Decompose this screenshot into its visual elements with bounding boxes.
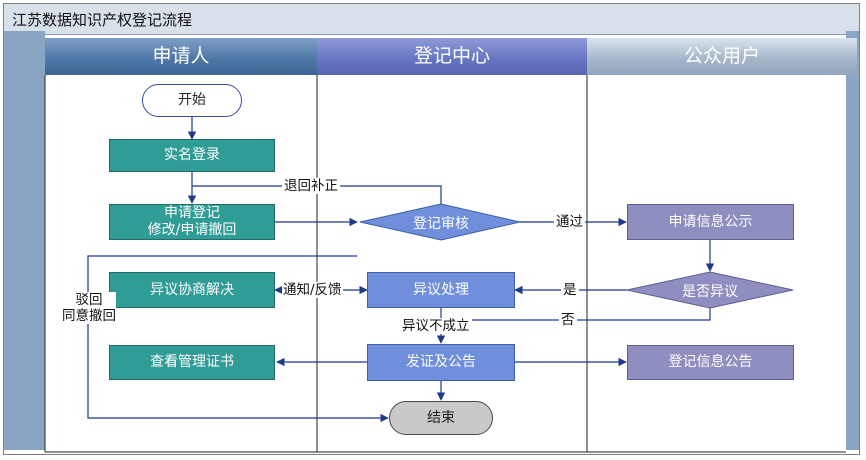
reject-label: 驳回 同意撤回 (62, 292, 116, 324)
apply-node-line1: 申请登记 (164, 205, 220, 221)
register-notice-node: 登记信息公告 (627, 345, 794, 380)
negotiate-node: 异议协商解决 (109, 272, 275, 308)
edge-no (441, 308, 711, 321)
edge-return-fix (192, 185, 442, 204)
objection-fails-label: 异议不成立 (400, 318, 472, 334)
objection-diamond (626, 271, 794, 309)
review-node-label: 登记审核 (413, 216, 469, 232)
lane-header-applicant: 申请人 (45, 38, 317, 75)
notify-feedback-label: 通知/反馈 (282, 282, 343, 298)
return-fix-label: 退回补正 (282, 178, 340, 194)
review-diamond (359, 203, 521, 241)
lane-header-public: 公众用户 (587, 38, 857, 75)
right-band (846, 31, 859, 450)
lane-header-center: 登记中心 (317, 38, 587, 75)
apply-node: 申请登记 修改/申请撤回 (109, 204, 275, 240)
view-cert-node: 查看管理证书 (109, 345, 275, 380)
has-objection-label: 是否异议 (682, 284, 738, 300)
issue-cert-node: 发证及公告 (367, 344, 515, 381)
publicize-node: 申请信息公示 (627, 204, 794, 240)
yes-label: 是 (561, 282, 579, 298)
apply-node-line2: 修改/申请撤回 (147, 222, 237, 238)
left-band (4, 31, 45, 450)
real-name-login-node: 实名登录 (109, 139, 275, 172)
no-label: 否 (559, 312, 577, 328)
diagram-title: 江苏数据知识产权登记流程 (12, 11, 193, 29)
start-node: 开始 (142, 84, 242, 117)
title-bar: 江苏数据知识产权登记流程 (4, 4, 859, 35)
handle-objection-node: 异议处理 (367, 272, 515, 308)
reject-label-line2: 同意撤回 (62, 308, 116, 324)
passed-label: 通过 (554, 214, 585, 230)
reject-label-line1: 驳回 (75, 292, 103, 308)
end-node: 结束 (389, 401, 493, 435)
edge-reject (87, 255, 389, 423)
